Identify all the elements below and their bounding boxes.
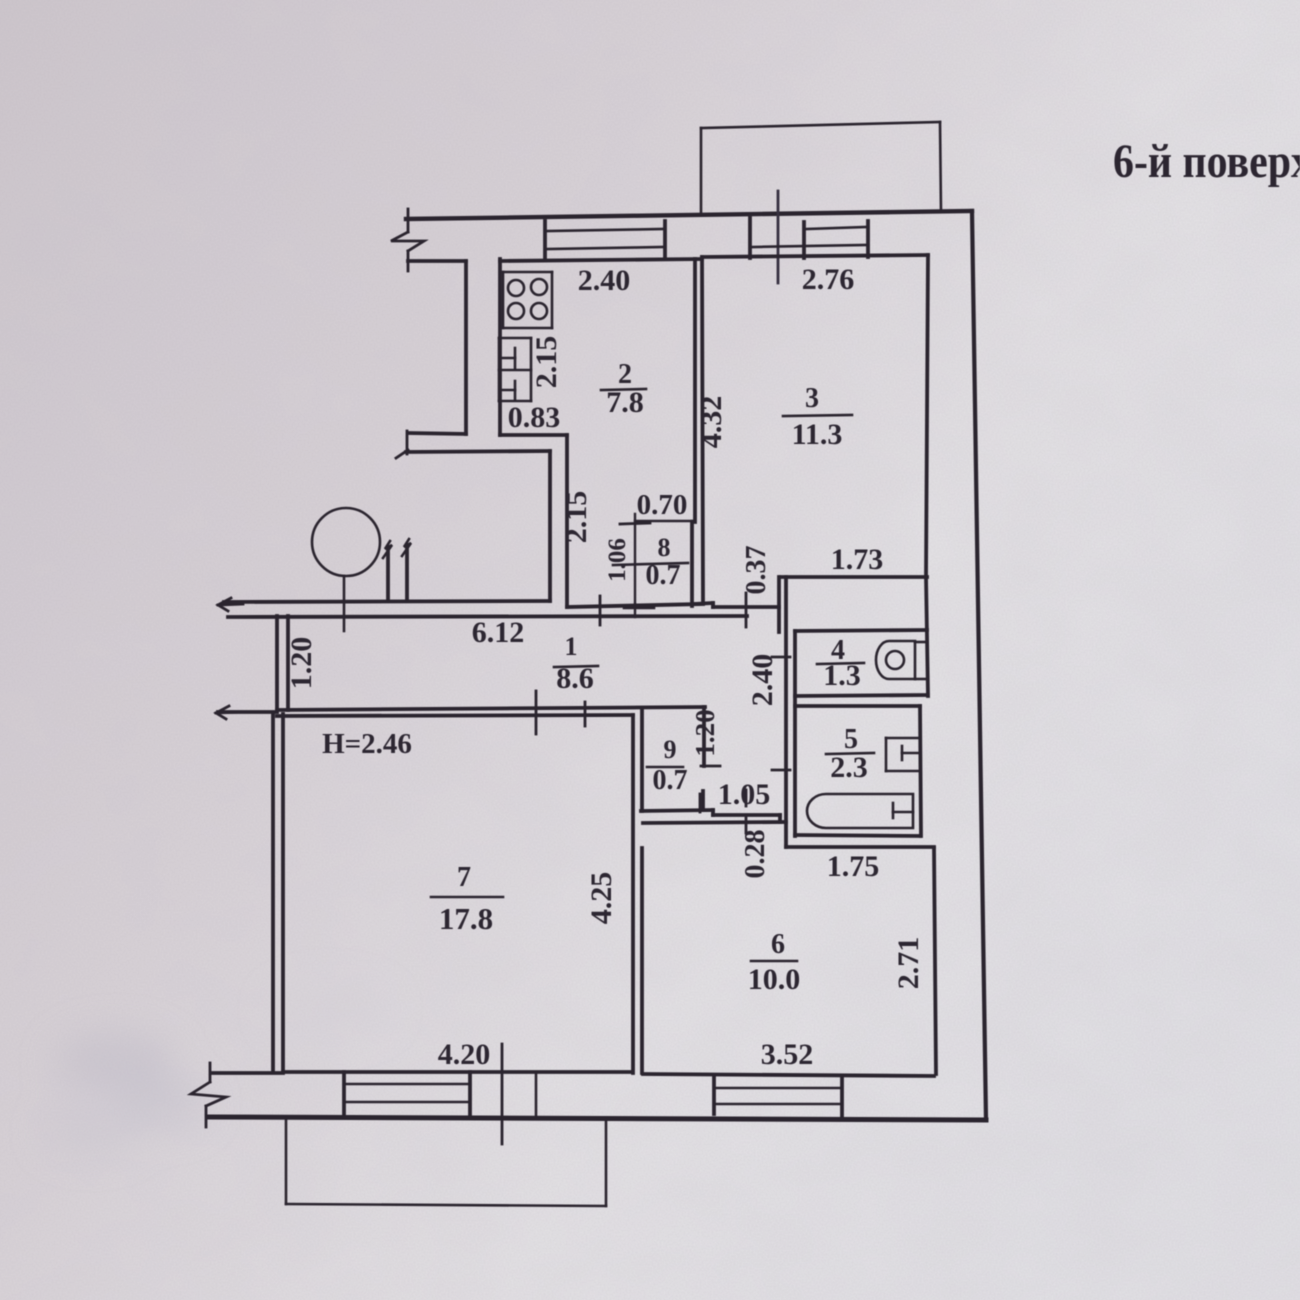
svg-text:10.0: 10.0 <box>748 963 801 996</box>
svg-text:1.20: 1.20 <box>690 709 720 756</box>
svg-text:1.20: 1.20 <box>285 637 318 690</box>
svg-text:H=2.46: H=2.46 <box>322 728 412 760</box>
svg-text:1: 1 <box>565 632 578 661</box>
svg-text:9: 9 <box>664 735 677 764</box>
svg-text:1.73: 1.73 <box>831 543 884 576</box>
svg-text:7: 7 <box>457 862 471 893</box>
svg-text:0.37: 0.37 <box>741 546 772 595</box>
svg-text:0.28: 0.28 <box>740 830 771 879</box>
svg-text:6-й поверх: 6-й поверх <box>1113 135 1300 188</box>
svg-text:4.20: 4.20 <box>438 1038 491 1071</box>
svg-text:1.3: 1.3 <box>823 659 861 692</box>
svg-text:4.32: 4.32 <box>695 396 728 449</box>
svg-text:2.3: 2.3 <box>830 751 868 784</box>
svg-text:17.8: 17.8 <box>439 901 493 936</box>
svg-text:0.83: 0.83 <box>508 401 561 434</box>
svg-text:1.06: 1.06 <box>604 538 631 582</box>
svg-text:3: 3 <box>805 383 819 414</box>
svg-text:0.7: 0.7 <box>653 765 688 796</box>
svg-text:0.70: 0.70 <box>637 489 688 521</box>
svg-text:1.75: 1.75 <box>827 850 880 883</box>
svg-text:4: 4 <box>831 635 845 666</box>
svg-text:3.52: 3.52 <box>761 1038 814 1071</box>
svg-text:11.3: 11.3 <box>792 418 843 451</box>
svg-text:7.8: 7.8 <box>606 386 644 419</box>
svg-text:8.6: 8.6 <box>556 662 594 695</box>
svg-text:1.05: 1.05 <box>718 778 771 811</box>
svg-text:2: 2 <box>618 359 632 390</box>
svg-text:8: 8 <box>658 533 671 562</box>
svg-text:0.7: 0.7 <box>646 560 681 591</box>
svg-text:2.40: 2.40 <box>578 264 631 297</box>
svg-text:2.15: 2.15 <box>530 336 563 389</box>
svg-text:6.12: 6.12 <box>472 616 525 649</box>
svg-text:4.25: 4.25 <box>585 872 618 925</box>
svg-text:5: 5 <box>844 724 858 755</box>
svg-text:2.40: 2.40 <box>746 654 779 707</box>
svg-text:2.15: 2.15 <box>560 491 593 544</box>
svg-text:2.76: 2.76 <box>802 263 855 296</box>
svg-text:2.71: 2.71 <box>892 937 925 990</box>
svg-text:6: 6 <box>771 929 785 960</box>
